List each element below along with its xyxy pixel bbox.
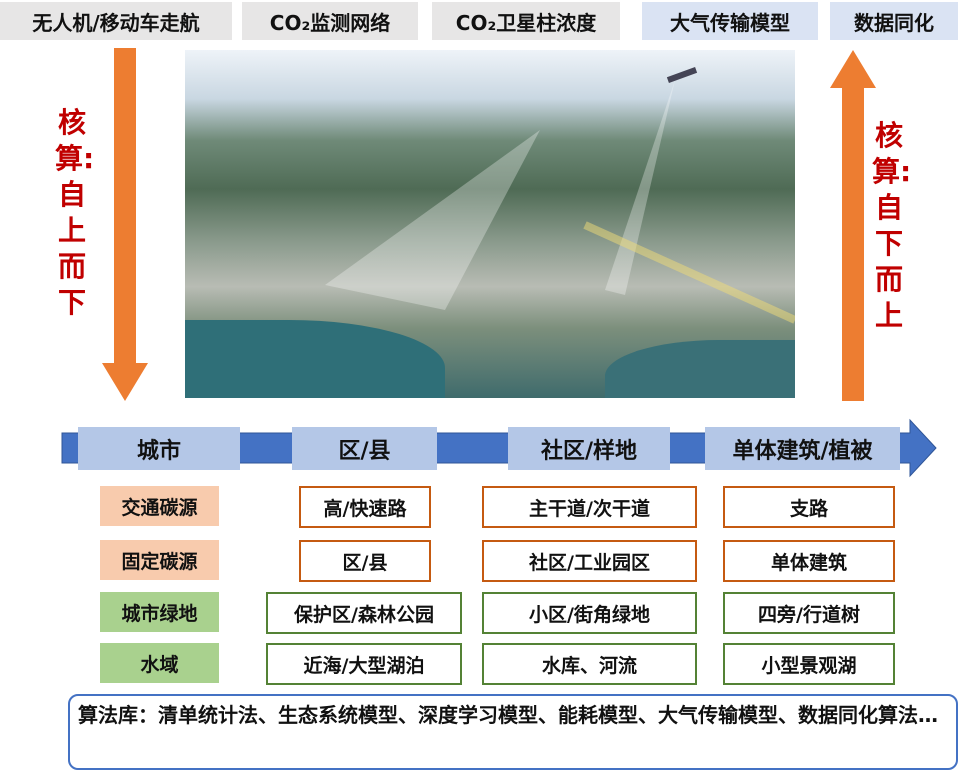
cell: 小区/街角绿地 <box>482 592 697 634</box>
scale-district: 区/县 <box>292 427 437 470</box>
label-atmos-model: 大气传输模型 <box>642 2 818 40</box>
cell: 保护区/森林公园 <box>266 592 462 634</box>
cell: 近海/大型湖泊 <box>266 643 462 685</box>
label-data-assim: 数据同化 <box>830 2 958 40</box>
scale-community: 社区/样地 <box>508 427 670 470</box>
cell: 四旁/行道树 <box>723 592 895 634</box>
algorithm-library: 算法库：清单统计法、生态系统模型、深度学习模型、能耗模型、大气传输模型、数据同化… <box>68 694 958 770</box>
up-arrow <box>830 50 876 401</box>
label-drone-vehicle: 无人机/移动车走航 <box>0 2 232 40</box>
cell: 水库、河流 <box>482 643 697 685</box>
bottom-up-text: 核算:自下而上 <box>872 119 912 332</box>
row-label-green: 城市绿地 <box>100 592 219 632</box>
label-co2-network: CO₂监测网络 <box>242 2 418 40</box>
row-label-fixed: 固定碳源 <box>100 540 219 580</box>
cell: 高/快速路 <box>299 486 431 528</box>
scale-city: 城市 <box>78 427 240 470</box>
scale-building: 单体建筑/植被 <box>705 427 900 470</box>
cell: 主干道/次干道 <box>482 486 697 528</box>
row-label-water: 水域 <box>100 643 219 683</box>
cell: 支路 <box>723 486 895 528</box>
cell: 小型景观湖 <box>723 643 895 685</box>
top-down-text: 核算:自上而下 <box>55 106 95 319</box>
cell: 社区/工业园区 <box>482 540 697 582</box>
row-label-traffic: 交通碳源 <box>100 486 219 526</box>
down-arrow <box>102 48 148 401</box>
cell: 区/县 <box>299 540 431 582</box>
satellite-city-image <box>185 50 795 398</box>
cell: 单体建筑 <box>723 540 895 582</box>
label-co2-satellite: CO₂卫星柱浓度 <box>432 2 620 40</box>
